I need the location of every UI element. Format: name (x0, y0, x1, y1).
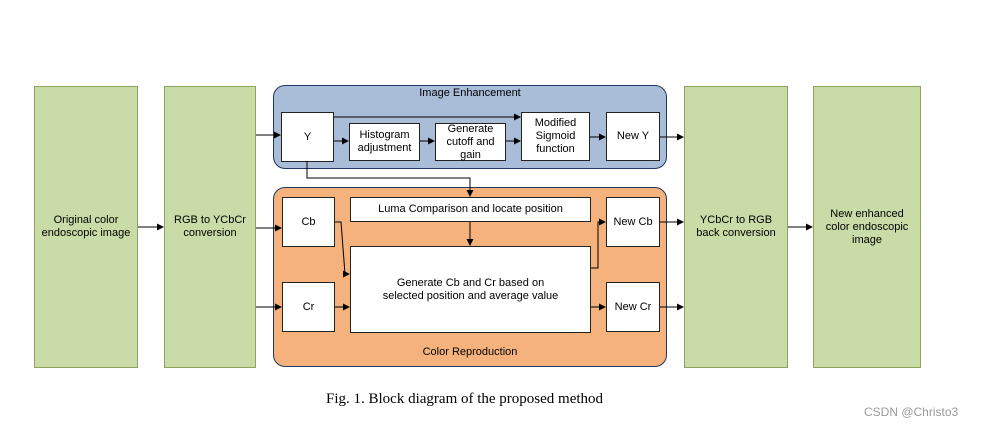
new-y-label: New Y (616, 130, 650, 142)
cb-label: Cb (301, 215, 316, 228)
new-cr-block: New Cr (606, 282, 660, 332)
cr-block: Cr (282, 282, 335, 332)
sigmoid-label: Modified Sigmoid function (534, 117, 577, 155)
rgb-to-ycbcr-label: RGB to YCbCr conversion (174, 214, 246, 239)
histogram-label: Histogram adjustment (357, 129, 412, 154)
luma-comparison-label: Luma Comparison and locate position (378, 203, 563, 215)
generate-cb-cr-block: Generate Cb and Cr based on selected pos… (350, 246, 591, 333)
ycbcr-to-rgb-label: YCbCr to RGB back conversion (696, 214, 776, 239)
luma-comparison-block: Luma Comparison and locate position (350, 197, 591, 222)
histogram-block: Histogram adjustment (349, 123, 420, 161)
cb-block: Cb (282, 197, 335, 247)
original-image-label: Original color endoscopic image (41, 214, 131, 239)
csdn-watermark: CSDN @Christo3 (864, 405, 959, 419)
new-enhanced-label: New enhanced color endoscopic image (825, 207, 909, 246)
rgb-to-ycbcr-block: RGB to YCbCr conversion (164, 86, 256, 368)
cutoff-gain-label: Generate cutoff and gain (446, 122, 495, 161)
figure-caption: Fig. 1. Block diagram of the proposed me… (326, 391, 604, 407)
cr-label: Cr (302, 300, 315, 313)
ycbcr-to-rgb-block: YCbCr to RGB back conversion (684, 86, 788, 368)
arrow-y-to-luma (306, 162, 474, 197)
new-cb-block: New Cb (606, 197, 660, 247)
cutoff-gain-block: Generate cutoff and gain (435, 123, 506, 161)
sigmoid-block: Modified Sigmoid function (521, 112, 590, 161)
y-label: Y (303, 130, 312, 143)
new-y-block: New Y (606, 112, 660, 161)
image-enhancement-title: Image Enhancement (419, 87, 521, 99)
arrow-generate-to-newcb (591, 218, 606, 269)
new-enhanced-block: New enhanced color endoscopic image (813, 86, 921, 368)
generate-cb-cr-label: Generate Cb and Cr based on selected pos… (382, 276, 559, 302)
arrow-cb-to-generate (335, 221, 350, 278)
y-block: Y (281, 112, 334, 162)
new-cr-label: New Cr (614, 300, 652, 313)
new-cb-label: New Cb (613, 215, 653, 228)
color-reproduction-title: Color Reproduction (422, 346, 518, 358)
original-image-block: Original color endoscopic image (34, 86, 138, 368)
